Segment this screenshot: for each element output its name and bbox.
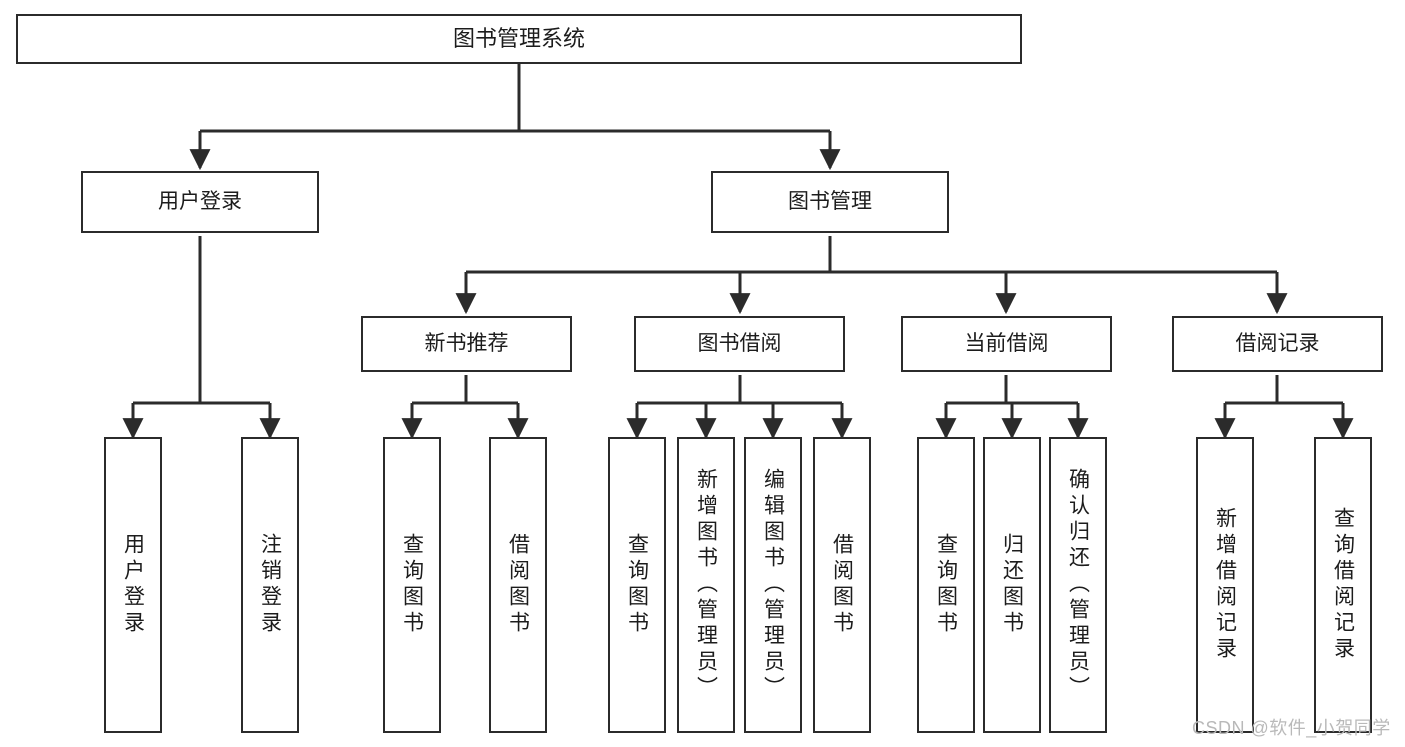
node-leaf-user-login[interactable]: 用户登录 [104, 437, 162, 733]
node-label: 归还图书 [1000, 533, 1024, 637]
node-leaf-query-borrow-record[interactable]: 查询借阅记录 [1314, 437, 1372, 733]
node-leaf-borrow-book-1[interactable]: 借阅图书 [489, 437, 547, 733]
node-label: 用户登录 [158, 189, 242, 213]
node-leaf-edit-book[interactable]: 编辑图书（管理员） [744, 437, 802, 733]
node-label: 查询图书 [625, 533, 649, 637]
node-label: 确认归还（管理员） [1066, 468, 1090, 702]
node-label: 用户登录 [121, 533, 145, 637]
watermark-text: CSDN @软件_小贺同学 [1192, 718, 1391, 738]
node-book-borrow[interactable]: 图书借阅 [634, 316, 845, 372]
node-borrow-record[interactable]: 借阅记录 [1172, 316, 1383, 372]
node-label: 新增借阅记录 [1213, 507, 1237, 663]
node-label: 借阅图书 [830, 533, 854, 637]
node-label: 编辑图书（管理员） [761, 468, 785, 702]
node-new-book-recommend[interactable]: 新书推荐 [361, 316, 572, 372]
node-leaf-add-borrow-record[interactable]: 新增借阅记录 [1196, 437, 1254, 733]
node-label: 图书管理 [788, 189, 872, 213]
node-label: 注销登录 [258, 533, 282, 637]
node-leaf-return-book[interactable]: 归还图书 [983, 437, 1041, 733]
node-label: 借阅记录 [1235, 331, 1320, 355]
node-label: 查询借阅记录 [1331, 507, 1355, 663]
node-label: 图书管理系统 [452, 26, 585, 52]
node-book-management[interactable]: 图书管理 [711, 171, 949, 233]
node-label: 新书推荐 [424, 331, 509, 355]
node-leaf-query-book-2[interactable]: 查询图书 [608, 437, 666, 733]
node-label: 查询图书 [400, 533, 424, 637]
node-label: 查询图书 [934, 533, 958, 637]
node-leaf-borrow-book-2[interactable]: 借阅图书 [813, 437, 871, 733]
node-leaf-query-book-3[interactable]: 查询图书 [917, 437, 975, 733]
node-label: 新增图书（管理员） [694, 468, 718, 702]
node-user-login[interactable]: 用户登录 [81, 171, 319, 233]
node-root-system[interactable]: 图书管理系统 [16, 14, 1022, 64]
node-leaf-confirm-return[interactable]: 确认归还（管理员） [1049, 437, 1107, 733]
node-leaf-add-book[interactable]: 新增图书（管理员） [677, 437, 735, 733]
node-label: 图书借阅 [697, 331, 782, 355]
node-current-borrow[interactable]: 当前借阅 [901, 316, 1112, 372]
node-leaf-query-book-1[interactable]: 查询图书 [383, 437, 441, 733]
node-label: 当前借阅 [964, 331, 1049, 355]
node-label: 借阅图书 [506, 533, 530, 637]
node-leaf-logout-login[interactable]: 注销登录 [241, 437, 299, 733]
